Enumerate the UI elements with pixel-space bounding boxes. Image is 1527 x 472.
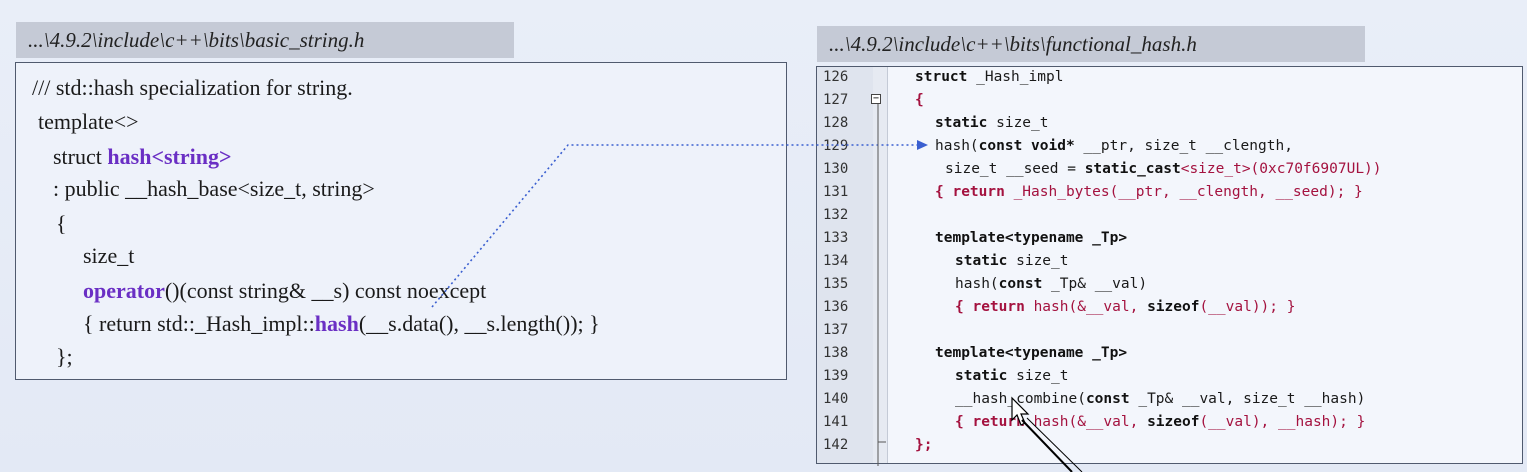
operator-keyword: operator	[83, 278, 165, 303]
sizeof-keyword: sizeof	[1147, 414, 1200, 430]
struct-keyword: struct	[915, 69, 968, 85]
right-code-editor: 126 127 128 129 130 131 132 133 134 135 …	[816, 66, 1523, 464]
code-line-139: static size_t	[955, 368, 1069, 384]
code-text: (__val)); }	[1199, 299, 1296, 315]
code-line-140: __hash_combine(const _Tp& __val, size_t …	[955, 391, 1365, 407]
code-text: _Hash_bytes(__ptr, __clength, __seed); }	[1004, 184, 1363, 200]
line-number: 137	[823, 322, 849, 338]
code-text: <typename _Tp>	[1004, 230, 1128, 246]
code-text: _Hash_impl	[967, 69, 1064, 85]
line-number: 128	[823, 115, 849, 131]
template-keyword: template	[935, 230, 1005, 246]
code-text: <typename _Tp>	[1004, 345, 1128, 361]
code-text: __hash_combine(	[955, 391, 1086, 407]
static-keyword: static	[935, 115, 988, 131]
code-line-128: static size_t	[935, 115, 1049, 131]
code-line-133: template<typename _Tp>	[935, 230, 1127, 246]
static-keyword: static	[955, 368, 1008, 384]
code-text: __ptr, size_t __clength,	[1074, 138, 1293, 154]
template-keyword: template	[935, 345, 1005, 361]
line-number: 131	[823, 184, 849, 200]
fold-toggle-icon[interactable]: −	[871, 93, 881, 104]
operator-signature: ()(const string& __s) const noexcept	[164, 278, 487, 303]
code-text: hash(&__val,	[1024, 414, 1148, 430]
const-keyword: const void*	[978, 138, 1075, 154]
const-keyword: const	[998, 276, 1043, 292]
const-keyword: const	[1085, 391, 1130, 407]
return-line: { return std::_Hash_impl::hash(__s.data(…	[83, 311, 600, 337]
right-file-path: ...\4.9.2\include\c++\bits\functional_ha…	[817, 26, 1365, 62]
line-number: 130	[823, 161, 849, 177]
hash-keyword: hash	[107, 144, 152, 169]
line-number: 126	[823, 69, 849, 85]
code-line-127: {	[915, 92, 924, 108]
left-code-panel: /// std::hash specialization for string.…	[15, 62, 787, 380]
code-line-135: hash(const _Tp& __val)	[955, 276, 1147, 292]
return-keyword: { return	[955, 414, 1025, 430]
fold-margin	[873, 67, 888, 463]
line-number: 141	[823, 414, 849, 430]
code-line-131: { return _Hash_bytes(__ptr, __clength, _…	[935, 184, 1363, 200]
inheritance-line: : public __hash_base<size_t, string>	[53, 176, 375, 201]
code-line-136: { return hash(&__val, sizeof(__val)); }	[955, 299, 1295, 315]
line-number: 140	[823, 391, 849, 407]
comment-line: /// std::hash specialization for string.	[32, 75, 353, 100]
operator-line: operator()(const string& __s) const noex…	[83, 278, 486, 304]
code-text: hash(	[955, 276, 999, 292]
hash-call-keyword: hash	[314, 311, 359, 336]
line-number: 136	[823, 299, 849, 315]
line-number: 134	[823, 253, 849, 269]
code-line-129: hash(const void* __ptr, size_t __clength…	[935, 138, 1293, 154]
code-line-141: { return hash(&__val, sizeof(__val), __h…	[955, 414, 1365, 430]
code-text: hash(	[935, 138, 979, 154]
struct-keyword: struct	[53, 144, 108, 169]
hash-call-args: (__s.data(), __s.length()); }	[358, 311, 600, 336]
code-text: (__val), __hash); }	[1199, 414, 1366, 430]
code-text: size_t __seed =	[945, 161, 1085, 177]
code-text: _Tp& __val)	[1042, 276, 1148, 292]
code-text: size_t	[1007, 253, 1069, 269]
code-text: hash(&__val,	[1024, 299, 1148, 315]
template-line: template<>	[38, 109, 139, 134]
line-number: 139	[823, 368, 849, 384]
code-text: _Tp& __val, size_t __hash)	[1129, 391, 1366, 407]
code-line-126: struct _Hash_impl	[915, 69, 1063, 85]
line-number: 135	[823, 276, 849, 292]
static-cast-keyword: static_cast	[1084, 161, 1181, 177]
code-text: <size_t>(0xc70f6907UL))	[1180, 161, 1382, 177]
return-prefix: { return std::_Hash_impl::	[83, 311, 315, 336]
code-text: size_t	[987, 115, 1049, 131]
code-line-142: };	[915, 437, 932, 453]
static-keyword: static	[955, 253, 1008, 269]
struct-line: struct hash<string>	[53, 144, 232, 170]
string-template-arg: <string>	[151, 144, 232, 169]
return-keyword: { return	[955, 299, 1025, 315]
line-number: 132	[823, 207, 849, 223]
line-number: 133	[823, 230, 849, 246]
return-type-line: size_t	[83, 243, 135, 268]
sizeof-keyword: sizeof	[1147, 299, 1200, 315]
code-text: size_t	[1007, 368, 1069, 384]
code-line-134: static size_t	[955, 253, 1069, 269]
line-number: 138	[823, 345, 849, 361]
close-brace: };	[915, 437, 933, 453]
line-number: 142	[823, 437, 849, 453]
open-brace: {	[915, 92, 924, 108]
open-brace-line: {	[56, 211, 67, 236]
code-line-138: template<typename _Tp>	[935, 345, 1127, 361]
left-file-path: ...\4.9.2\include\c++\bits\basic_string.…	[16, 22, 514, 58]
line-number: 127	[823, 92, 849, 108]
close-brace-line: };	[56, 344, 73, 369]
code-line-130: size_t __seed = static_cast<size_t>(0xc7…	[945, 161, 1382, 177]
return-keyword: { return	[935, 184, 1005, 200]
line-number: 129	[823, 138, 849, 154]
